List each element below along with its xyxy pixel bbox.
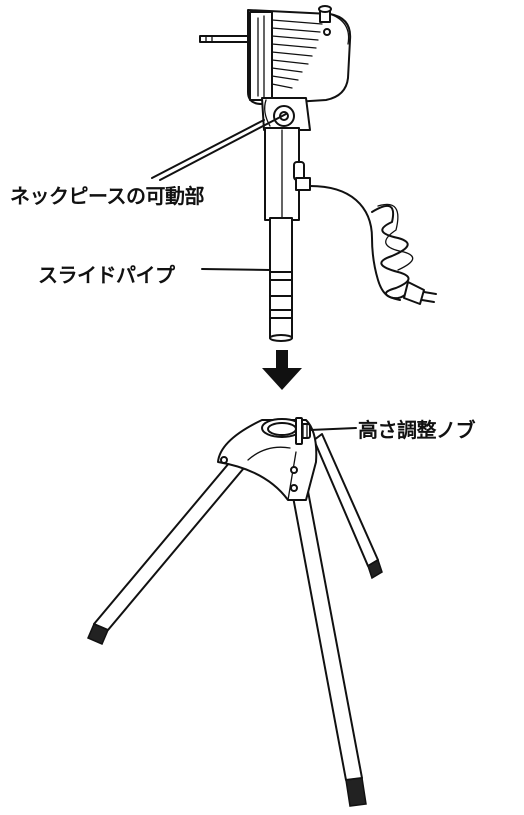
support-pole <box>264 127 311 342</box>
power-cord <box>309 185 437 305</box>
label-slide-pipe: スライドパイプ <box>38 263 175 287</box>
label-neck-piece: ネックピースの可動部 <box>10 184 205 208</box>
leader-line-knob <box>309 427 357 431</box>
leader-lines-upper <box>151 113 287 271</box>
label-height-knob: 高さ調整ノブ <box>358 418 476 442</box>
tripod-stand <box>87 417 383 807</box>
heater-head <box>199 5 352 105</box>
arrow-down-icon <box>262 350 302 390</box>
